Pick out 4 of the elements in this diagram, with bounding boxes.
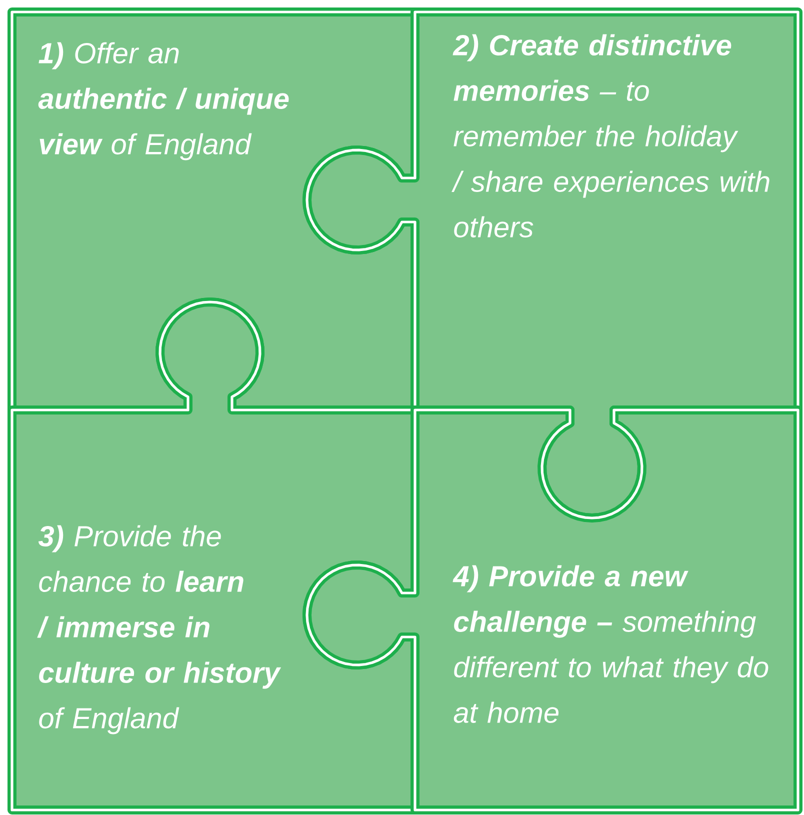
node-label: 4) Provide a new challenge – something different to what they do at home bbox=[452, 565, 768, 723]
puzzle-piece: 3) Provide the chance to learn / immerse in culture or history of England bbox=[8, 298, 420, 814]
puzzle-piece: 4) Provide a new challenge – something different to what they do at home bbox=[302, 406, 802, 814]
node-label: 3) Provide the chance to learn / immerse in culture or history of England bbox=[37, 525, 282, 734]
